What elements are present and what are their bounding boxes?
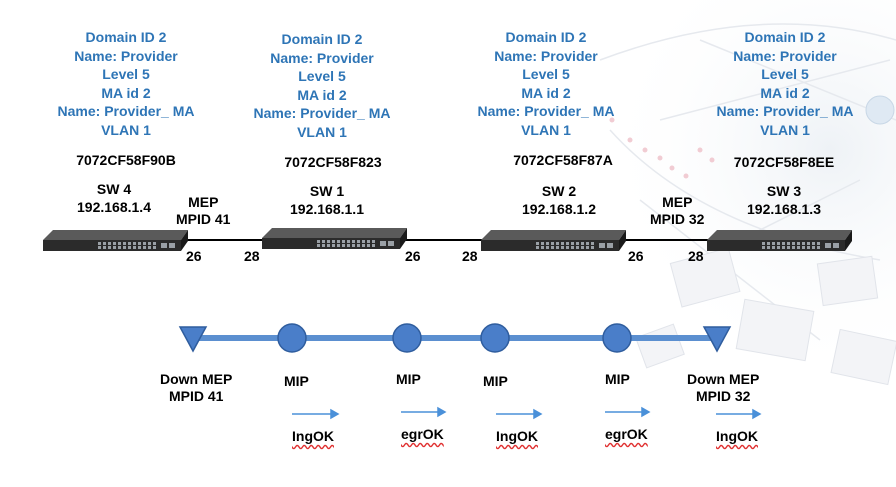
md-name: Name: Provider — [74, 47, 178, 64]
mep-label-line2: MPID 32 — [650, 211, 705, 227]
point-label-mip-1: MIP — [284, 373, 309, 390]
point-type: MIP — [396, 371, 421, 387]
mep-label-right: MEP MPID 32 — [650, 194, 704, 228]
arrow-icon — [496, 408, 543, 420]
info-block-sw2: Domain ID 2 Name: Provider Level 5 MA id… — [451, 28, 641, 139]
status-label: IngOK — [716, 428, 758, 444]
status-label: IngOK — [292, 428, 334, 444]
mep-label-line2: MPID 41 — [176, 211, 231, 227]
point-type: Down MEP — [687, 371, 760, 387]
vlan: VLAN 1 — [101, 121, 151, 138]
port-label: 26 — [405, 248, 421, 264]
port-label: 26 — [186, 248, 202, 264]
point-mpid: MPID 32 — [695, 388, 751, 404]
switch-label-sw1: SW 1 192.168.1.1 — [257, 182, 397, 218]
point-label-down-mep-left: Down MEP MPID 41 — [160, 371, 232, 405]
switch-device-sw2 — [481, 230, 626, 251]
switch-label-sw3: SW 3 192.168.1.3 — [714, 182, 854, 218]
status-label: egrOK — [401, 426, 444, 442]
point-label-mip-2: MIP — [396, 371, 421, 388]
vlan: VLAN 1 — [760, 121, 810, 138]
arrow-icon — [292, 408, 340, 420]
ma-name: Name: Provider_ MA — [477, 103, 615, 119]
info-block-sw3: Domain ID 2 Name: Provider Level 5 MA id… — [690, 28, 880, 139]
info-block-sw4: Domain ID 2 Name: Provider Level 5 MA id… — [31, 28, 221, 139]
ma-id: MA id 2 — [521, 84, 571, 101]
vlan: VLAN 1 — [297, 123, 347, 140]
down-mep-right-triangle — [702, 326, 732, 353]
switch-device-sw3 — [707, 230, 852, 251]
mep-label-left: MEP MPID 41 — [176, 194, 230, 228]
mac-address-sw3: 7072CF58F8EE — [733, 154, 835, 170]
status-label: egrOK — [605, 426, 648, 442]
point-type: MIP — [284, 373, 309, 389]
mip-node-4 — [602, 323, 632, 353]
switch-label-sw4: SW 4 192.168.1.4 — [44, 180, 184, 216]
mac-address-sw4: 7072CF58F90B — [76, 152, 176, 168]
switch-ip: 192.168.1.3 — [747, 201, 821, 217]
level: Level 5 — [102, 66, 150, 82]
switch-name: SW 1 — [309, 183, 345, 199]
point-label-mip-3: MIP — [483, 373, 508, 390]
switch-ip: 192.168.1.2 — [522, 201, 596, 217]
arrow-icon — [605, 406, 651, 418]
point-type: MIP — [483, 373, 508, 389]
switch-name: SW 4 — [96, 181, 132, 197]
mip-node-1 — [277, 323, 307, 353]
domain-id: Domain ID 2 — [281, 31, 363, 47]
mep-label-line1: MEP — [188, 194, 219, 210]
ma-id: MA id 2 — [760, 84, 810, 101]
port-label: 26 — [628, 248, 644, 264]
ma-name: Name: Provider_ MA — [57, 103, 195, 119]
point-label-mip-4: MIP — [605, 371, 630, 388]
md-name: Name: Provider — [270, 49, 374, 66]
mep-label-line1: MEP — [662, 194, 693, 210]
switch-label-sw2: SW 2 192.168.1.2 — [489, 182, 629, 218]
switch-ip: 192.168.1.4 — [77, 199, 151, 215]
down-mep-left-triangle — [178, 326, 208, 353]
switch-ip: 192.168.1.1 — [290, 201, 364, 217]
port-label: 28 — [462, 248, 478, 264]
switch-name: SW 3 — [766, 183, 802, 199]
ma-name: Name: Provider_ MA — [716, 103, 854, 119]
point-label-down-mep-right: Down MEP MPID 32 — [687, 371, 759, 405]
level: Level 5 — [761, 66, 809, 82]
md-name: Name: Provider — [494, 47, 598, 64]
mip-node-3 — [480, 323, 510, 353]
info-block-sw1: Domain ID 2 Name: Provider Level 5 MA id… — [227, 30, 417, 141]
mip-node-2 — [392, 323, 422, 353]
point-type: MIP — [605, 371, 630, 387]
point-mpid: MPID 41 — [168, 388, 224, 404]
level: Level 5 — [522, 66, 570, 82]
switch-device-sw1 — [262, 228, 407, 249]
ma-id: MA id 2 — [101, 84, 151, 101]
port-label: 28 — [244, 248, 260, 264]
switch-name: SW 2 — [541, 183, 577, 199]
port-label: 28 — [688, 248, 704, 264]
switch-device-sw4 — [43, 230, 188, 251]
arrow-icon — [401, 406, 447, 418]
status-label: IngOK — [496, 428, 538, 444]
ma-name: Name: Provider_ MA — [253, 105, 391, 121]
point-type: Down MEP — [160, 371, 233, 387]
mac-address-sw1: 7072CF58F823 — [284, 154, 382, 170]
mac-address-sw2: 7072CF58F87A — [513, 152, 613, 168]
md-name: Name: Provider — [733, 47, 837, 64]
domain-id: Domain ID 2 — [85, 29, 167, 45]
domain-id: Domain ID 2 — [744, 29, 826, 45]
ma-id: MA id 2 — [297, 86, 347, 103]
arrow-icon — [716, 408, 762, 420]
level: Level 5 — [298, 68, 346, 84]
vlan: VLAN 1 — [521, 121, 571, 138]
domain-id: Domain ID 2 — [505, 29, 587, 45]
